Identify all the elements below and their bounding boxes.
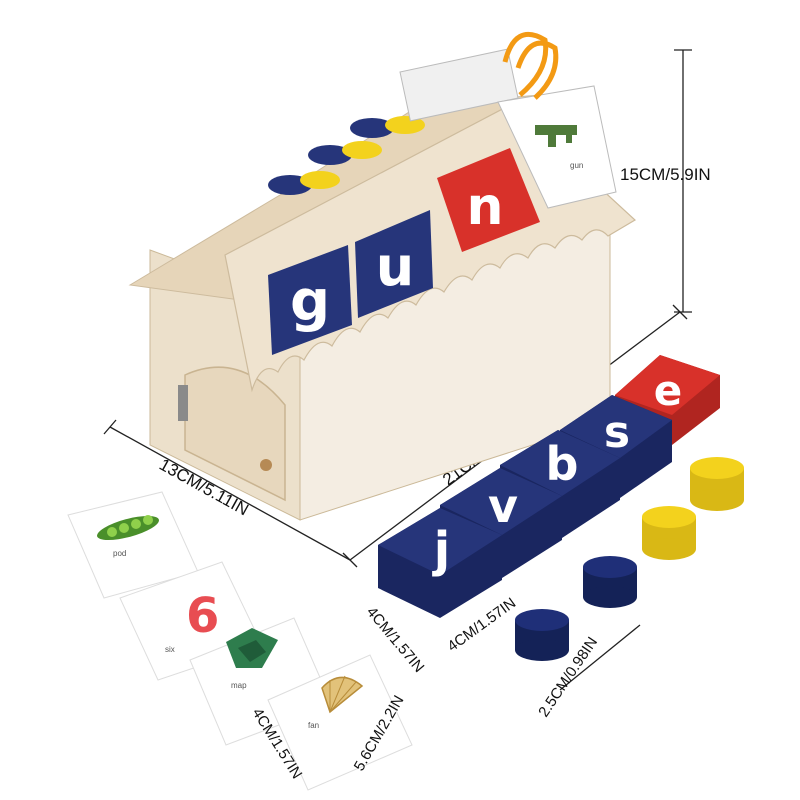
svg-text:s: s [604,407,630,458]
card-ring-icon [502,31,549,97]
roof-token-slot [308,145,352,165]
height-dimension-line [674,49,692,313]
svg-text:fan: fan [308,721,319,730]
token-navy-1[interactable] [583,556,637,608]
loose-tile-j[interactable]: j [378,508,502,618]
token-yellow-1[interactable] [690,457,744,511]
pea-pod-icon [97,515,159,541]
gun-icon [535,125,577,147]
svg-text:pod: pod [113,549,126,558]
svg-text:n: n [466,177,503,237]
card-pod[interactable]: pod [67,491,199,599]
door-knob-icon[interactable] [260,459,272,471]
roof-token-slot [385,116,425,134]
loose-tiles: e s b v j [378,355,720,618]
height-label: 15CM/5.9IN [620,165,711,184]
card-fan[interactable]: fan [267,654,413,791]
svg-text:e: e [654,366,683,415]
roof-token-slot [300,171,340,189]
hand-fan-icon [321,675,364,714]
svg-text:u: u [376,235,414,298]
flip-card-stack[interactable]: gun [399,31,617,209]
depth-dimension-line [103,419,351,561]
map-icon [226,628,278,668]
token-dimension-line [559,624,641,691]
svg-text:map: map [231,681,247,690]
svg-text:g: g [290,269,330,334]
svg-text:j: j [432,522,450,578]
roof-token-slot [350,118,394,138]
roof-tile-g[interactable]: g [268,245,352,355]
token-navy-2[interactable] [515,609,569,661]
roof-tile-n[interactable]: n [437,148,540,252]
svg-text:v: v [488,479,518,533]
top-card-word: gun [570,161,583,170]
svg-text:six: six [165,645,175,654]
token-yellow-2[interactable] [642,506,696,560]
svg-text:b: b [546,437,579,491]
number-six-icon: 6 [186,588,219,644]
door-hinge-icon [178,385,188,421]
roof-tile-u[interactable]: u [355,210,433,318]
card-ring-icon [515,40,559,100]
roof-token-slot [342,141,382,159]
